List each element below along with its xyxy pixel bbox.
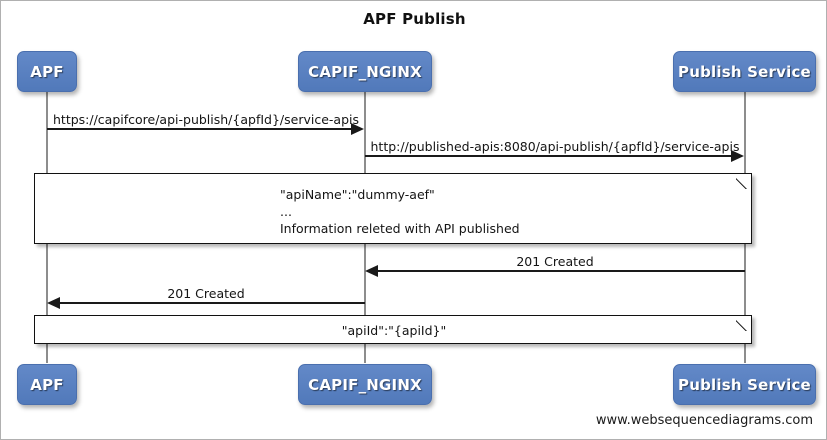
actor-box-capif-nginx-bottom[interactable]: CAPIF_NGINX <box>298 364 432 405</box>
note-fold-edge-icon-1 <box>736 173 752 189</box>
message-line-3 <box>378 270 745 272</box>
message-line-2 <box>365 155 732 157</box>
actor-label-publish-service-top: Publish Service <box>678 62 811 81</box>
actor-label-apf-top: APF <box>30 62 64 81</box>
note-text-2: "apiId":"{apiId}" <box>341 323 447 338</box>
arrow-head-right-icon-2 <box>731 150 744 162</box>
actor-box-publish-service-bottom[interactable]: Publish Service <box>673 364 816 405</box>
message-label-4: 201 Created <box>167 286 245 301</box>
note-text-1: "apiName":"dummy-aef" ... Information re… <box>280 187 520 236</box>
actor-label-capif-nginx-top: CAPIF_NGINX <box>308 62 422 81</box>
actor-box-publish-service-top[interactable]: Publish Service <box>673 51 816 92</box>
note-api-id-payload: "apiId":"{apiId}" <box>34 315 752 344</box>
arrow-head-left-icon-4 <box>47 297 60 309</box>
actor-box-capif-nginx-top[interactable]: CAPIF_NGINX <box>298 51 432 92</box>
arrow-head-right-icon-1 <box>351 123 364 135</box>
note-api-publish-payload: "apiName":"dummy-aef" ... Information re… <box>34 173 752 244</box>
message-line-4 <box>60 302 365 304</box>
message-label-2: http://published-apis:8080/api-publish/{… <box>370 139 740 154</box>
actor-label-apf-bottom: APF <box>30 375 64 394</box>
actor-box-apf-bottom[interactable]: APF <box>17 364 77 405</box>
diagram-title: APF Publish <box>363 10 466 28</box>
message-line-1 <box>47 128 352 130</box>
actor-label-capif-nginx-bottom: CAPIF_NGINX <box>308 375 422 394</box>
message-label-1: https://capifcore/api-publish/{apfId}/se… <box>53 112 359 127</box>
watermark-footer: www.websequencediagrams.com <box>595 413 813 428</box>
message-label-3: 201 Created <box>516 254 594 269</box>
actor-box-apf-top[interactable]: APF <box>17 51 77 92</box>
arrow-head-left-icon-3 <box>365 265 378 277</box>
actor-label-publish-service-bottom: Publish Service <box>678 375 811 394</box>
